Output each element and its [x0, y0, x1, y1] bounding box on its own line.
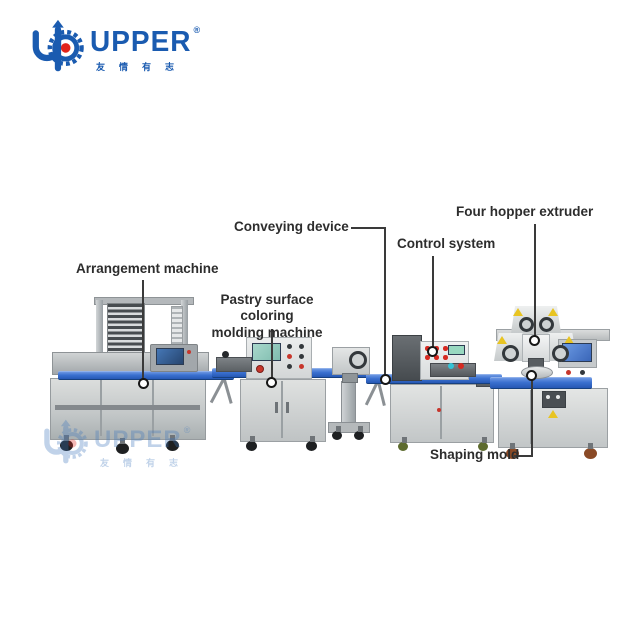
- m4-caster-left: [506, 443, 519, 459]
- m2-stand-column: [341, 381, 356, 425]
- callout-arrangement-machine: Arrangement machine: [76, 261, 219, 276]
- leader-shaping-mold-h: [514, 455, 533, 457]
- m2-cabinet: [240, 379, 326, 442]
- m3-stop-button: [458, 363, 464, 369]
- callout-pastry-line2: molding machine: [211, 324, 323, 340]
- leader-arrangement-machine: [142, 280, 144, 380]
- marker-pastry-coloring-machine: [266, 377, 277, 388]
- m2-roller-dial: [349, 351, 367, 369]
- m2-button-6: [299, 364, 304, 369]
- m1-caster-right: [166, 435, 179, 451]
- brand-logo: UPPER ® 友情有志: [28, 18, 200, 73]
- watermark-tagline: 友情有志: [100, 458, 193, 468]
- conveyor-leg-mid-2: [377, 382, 386, 406]
- m2-button-3: [287, 354, 292, 359]
- leader-pastry-coloring-machine: [271, 329, 273, 379]
- m2-button-4: [299, 354, 304, 359]
- m2-button-5: [287, 364, 292, 369]
- marker-shaping-mold: [526, 370, 537, 381]
- m2-hmi-screen: [252, 343, 281, 361]
- m3-red-button-5: [434, 355, 439, 360]
- brand-tagline: 友情有志: [96, 62, 189, 72]
- m4-body-seam: [530, 390, 532, 444]
- m4-warning-sticker-front-left: [497, 336, 507, 344]
- m2-door-handle-right: [286, 402, 289, 413]
- upper-logo-icon: [32, 19, 84, 72]
- m2-stand-base: [328, 422, 370, 433]
- m4-dial-rear-left: [519, 317, 534, 332]
- m2-infeed-knob: [222, 351, 229, 358]
- m2-stand-caster-right: [354, 426, 364, 440]
- callout-conveying-device: Conveying device: [234, 219, 349, 234]
- m2-door-handle-left: [275, 402, 278, 413]
- m2-stand-caster-left: [332, 426, 342, 440]
- m1-frame-post-right: [181, 300, 188, 374]
- m4-sensor-eye-right: [556, 395, 560, 399]
- leader-shaping-mold-v: [531, 379, 533, 456]
- callout-pastry-coloring-machine: Pastry surface coloring molding machine: [200, 292, 334, 341]
- m2-estop-button: [256, 365, 264, 373]
- m4-warning-sticker-front-right: [564, 336, 574, 344]
- m4-warning-sticker-rear-left: [513, 308, 523, 316]
- brand-name: UPPER: [90, 25, 192, 58]
- callout-control-system: Control system: [397, 236, 496, 251]
- leader-conveying-device-h: [351, 227, 386, 229]
- callout-four-hopper-extruder: Four hopper extruder: [456, 204, 594, 219]
- m4-warning-sticker-body: [548, 410, 558, 418]
- m3-cyan-button: [448, 363, 454, 369]
- conveyor-belt-segment-4: [490, 377, 592, 389]
- m4-caster-right: [584, 443, 597, 459]
- m4-dial-front-right: [552, 345, 569, 362]
- m4-start-button: [566, 370, 571, 375]
- m3-door-seam: [440, 386, 442, 439]
- m4-dial-rear-right: [539, 317, 554, 332]
- m3-caster-left: [398, 437, 408, 451]
- conveyor-leg-left-2: [222, 377, 233, 404]
- m1-caster-left: [60, 435, 73, 451]
- m2-infeed-device: [216, 357, 252, 372]
- leader-control-system: [432, 256, 434, 347]
- marker-four-hopper-extruder: [529, 335, 540, 346]
- m4-dial-front-left: [502, 345, 519, 362]
- marker-conveying-device: [380, 374, 391, 385]
- watermark-registered-icon: ®: [183, 425, 191, 435]
- conveyor-leg-mid: [364, 382, 378, 406]
- m3-cabinet: [390, 384, 494, 443]
- m3-red-button-6: [443, 355, 448, 360]
- m4-mode-knob: [580, 370, 585, 375]
- callout-shaping-mold: Shaping mold: [430, 447, 520, 462]
- m4-sensor-eye-left: [546, 395, 550, 399]
- m3-red-button-4: [425, 355, 430, 360]
- leader-conveying-device-v: [384, 227, 386, 375]
- m3-lcd-display: [448, 345, 465, 355]
- m1-caster-mid: [116, 438, 129, 454]
- m2-button-2: [299, 344, 304, 349]
- m1-frame-post-left: [96, 300, 103, 374]
- marker-control-system: [427, 346, 438, 357]
- upper-watermark-icon: [44, 419, 88, 464]
- m4-body-sensor-panel: [542, 391, 566, 408]
- brand-watermark: UPPER ® 友情有志: [40, 418, 192, 469]
- marker-arrangement-machine: [138, 378, 149, 389]
- m2-button-1: [287, 344, 292, 349]
- m3-tower: [392, 335, 422, 381]
- leader-four-hopper-extruder: [534, 224, 536, 336]
- callout-pastry-line1: Pastry surface coloring: [220, 292, 314, 324]
- watermark-brand-name: UPPER: [94, 425, 182, 454]
- m2-caster-left: [246, 436, 257, 451]
- m1-body-rail: [55, 405, 200, 410]
- registered-trademark-icon: ®: [193, 25, 201, 35]
- m3-red-button-3: [443, 346, 448, 351]
- m2-roller-funnel: [342, 373, 358, 383]
- m2-caster-right: [306, 436, 317, 451]
- m1-hmi-screen: [156, 348, 184, 365]
- m1-power-light: [187, 350, 191, 354]
- m3-door-lock: [437, 408, 441, 412]
- m2-door-seam: [281, 381, 283, 438]
- m4-warning-sticker-rear-right: [548, 308, 558, 316]
- m3-caster-right: [478, 437, 488, 451]
